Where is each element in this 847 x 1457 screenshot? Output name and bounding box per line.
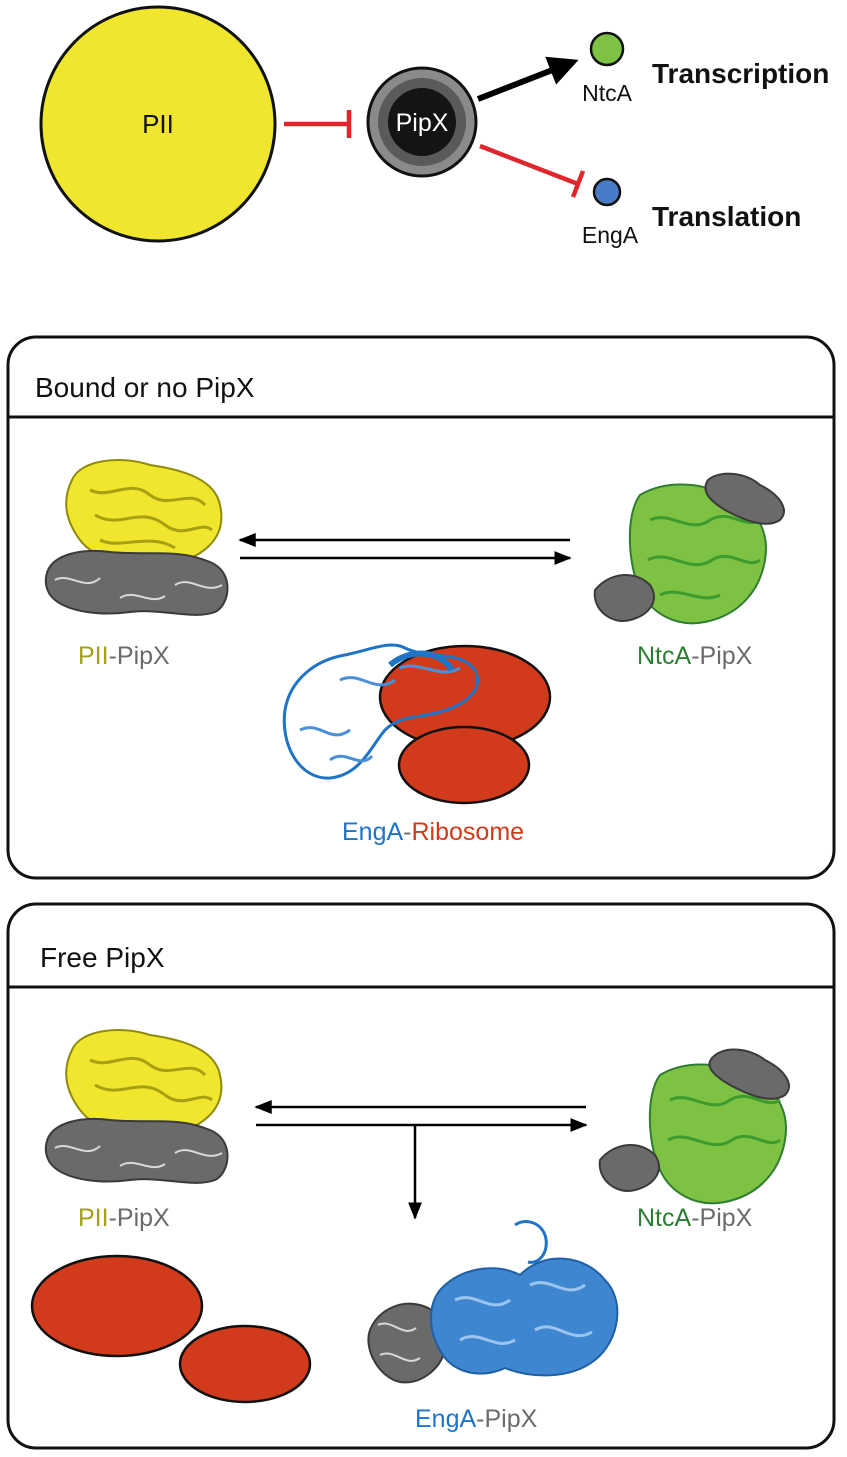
dash-text: - [476, 1405, 484, 1433]
ntca-label: NtcA [582, 80, 633, 106]
pipx-core [388, 88, 456, 156]
free-ribosome-large-subunit [30, 1254, 204, 1358]
pipx-inhibits-enga-bar [570, 170, 586, 198]
ntca-text: NtcA [637, 1204, 692, 1232]
panel-free-enga-pipx-label: EngA-PipX [415, 1405, 538, 1433]
transcription-label: Transcription [652, 58, 829, 89]
pii-text: PII [78, 1204, 109, 1232]
dash-text: - [109, 642, 117, 670]
enga-label: EngA [582, 222, 639, 248]
enga-pipx-structure [367, 1220, 619, 1384]
panel-bound-title: Bound or no PipX [35, 372, 255, 403]
pipx-text: PipX [117, 642, 170, 670]
pipx-text: PipX [700, 642, 753, 670]
pii-text: PII [78, 642, 109, 670]
pii-circle [39, 5, 277, 243]
pipx-label: PipX [396, 109, 449, 137]
pipx-text: PipX [117, 1204, 170, 1232]
ribosome-small-subunit [397, 725, 531, 805]
panel-bound-frame [6, 335, 836, 880]
panel-free-frame [6, 902, 836, 1450]
dash-text: - [691, 1204, 699, 1232]
ribosome-text: Ribosome [412, 818, 525, 846]
enga-text: EngA [415, 1405, 476, 1433]
enga-dot [592, 177, 622, 207]
dash-text: - [403, 818, 411, 846]
dash-text: - [691, 642, 699, 670]
ntca-text: NtcA [637, 642, 692, 670]
ntca-dot [589, 31, 625, 67]
ntca-pipx-structure [598, 1048, 790, 1205]
panel-free-pii-pipx-label: PII-PipX [78, 1204, 170, 1232]
panel-bound-pii-pipx-label: PII-PipX [78, 642, 170, 670]
panel-bound-or-no-pipx: Bound or no PipX PII-PipX NtcA-PipX [6, 335, 836, 880]
pipx-inhibits-enga-line [479, 143, 579, 187]
enga-text: EngA [342, 818, 403, 846]
panel-bound-ntca-pipx-label: NtcA-PipX [637, 642, 753, 670]
pipx-activates-ntca-arrow [476, 56, 579, 102]
free-ribosome-small-subunit [178, 1324, 312, 1404]
pii-pipx-structure [44, 1029, 229, 1184]
translation-label: Translation [652, 201, 801, 232]
top-scheme: PII PipX NtcA Transcription EngA Transla… [39, 5, 829, 248]
pii-label: PII [142, 109, 174, 139]
panel-free-title: Free PipX [40, 942, 165, 973]
panel-free-ntca-pipx-label: NtcA-PipX [637, 1204, 753, 1232]
pipx-text: PipX [485, 1405, 538, 1433]
pii-pipx-structure [44, 459, 229, 616]
pipx-text: PipX [700, 1204, 753, 1232]
panel-free-pipx: Free PipX PII-PipX NtcA-PipX [6, 902, 836, 1450]
enga-ribosome-structure [282, 643, 552, 805]
ntca-pipx-structure [593, 472, 785, 625]
dash-text: - [109, 1204, 117, 1232]
panel-bound-enga-ribosome-label: EngA-Ribosome [342, 818, 524, 846]
